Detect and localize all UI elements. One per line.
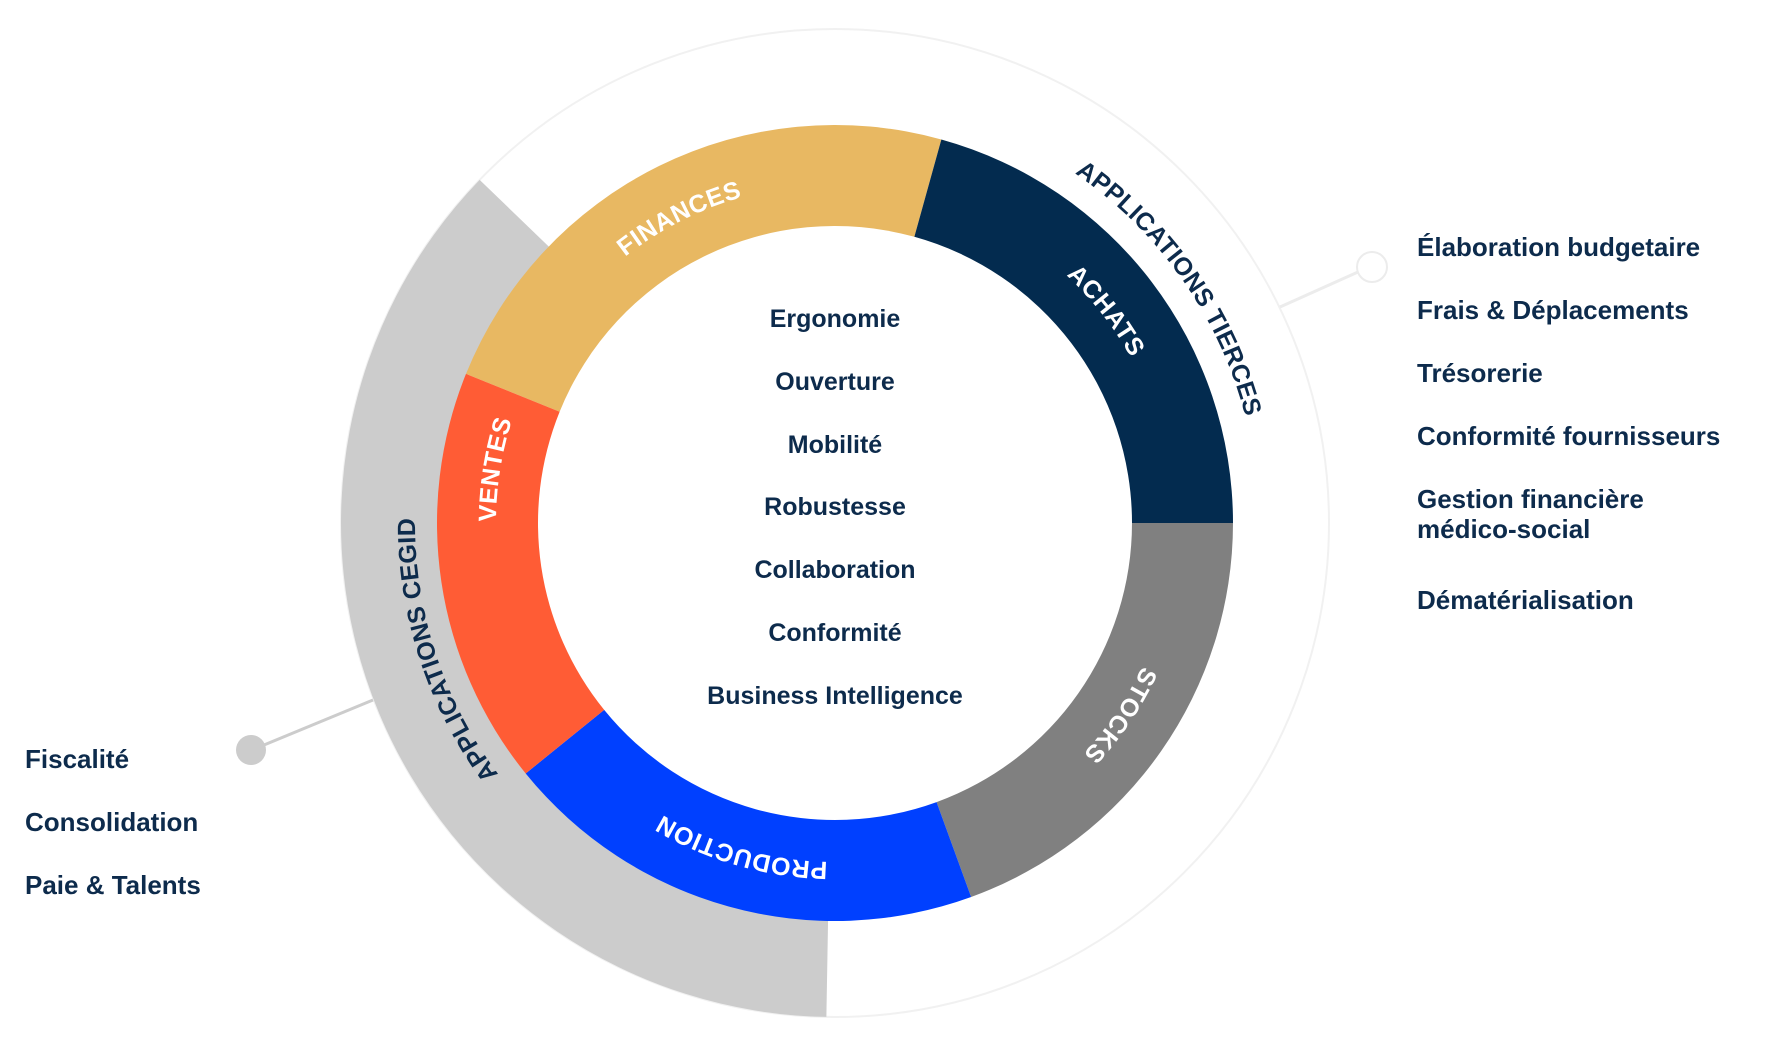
cegid-app-item: Consolidation [25, 807, 199, 837]
center-value-item: Ergonomie [769, 305, 901, 333]
center-value-item: Collaboration [754, 556, 916, 585]
segment-ventes [437, 373, 605, 774]
center-value-item: Ouverture [775, 367, 895, 396]
cegid-app-item: Paie & Talents [25, 870, 201, 900]
third-party-app-item: Conformité fournisseurs [1417, 421, 1721, 451]
center-value-item: Conformité [768, 618, 902, 647]
third-party-app-item: Élaboration budgetaire [1417, 232, 1701, 262]
cegid-connector-line [251, 698, 374, 752]
center-value-item: Robustesse [764, 493, 906, 522]
segment-finances [465, 125, 942, 412]
segment-stocks [936, 523, 1233, 897]
center-value-item: Business Intelligence [707, 681, 963, 710]
center-value-item: Mobilité [787, 430, 883, 459]
third-party-app-item: Dématérialisation [1417, 585, 1634, 615]
cegid-app-item: Fiscalité [25, 744, 130, 774]
third-party-app-item: Frais & Déplacements [1417, 295, 1689, 325]
segment-production [525, 709, 972, 921]
cegid-band [340, 179, 829, 1017]
tierces-connector-dot [1356, 251, 1388, 283]
cegid-connector-dot [236, 735, 266, 765]
tierces-connector-line [1279, 270, 1359, 309]
third-party-app-item: Trésorerie [1417, 358, 1543, 388]
segment-achats [914, 139, 1233, 523]
